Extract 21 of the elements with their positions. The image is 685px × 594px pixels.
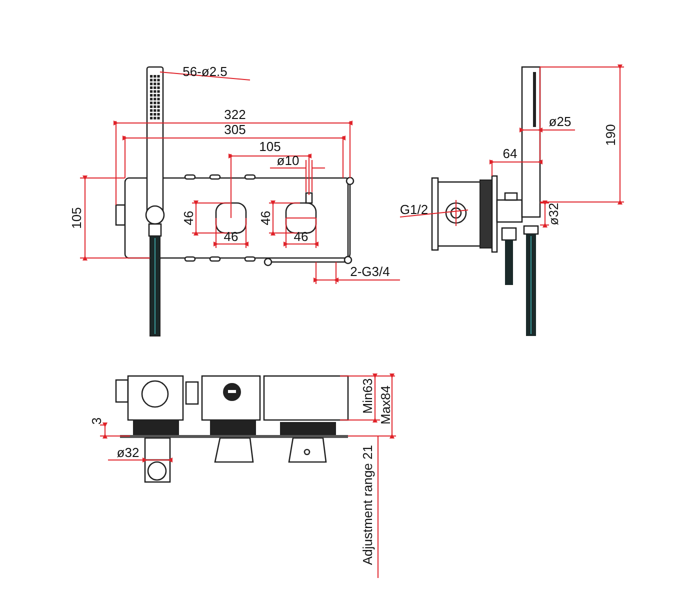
- dimension-label: Max84: [379, 385, 393, 425]
- thread-label: G1/2: [400, 203, 428, 217]
- dimension-label: ø25: [548, 115, 572, 129]
- dimension-label: 64: [502, 147, 518, 161]
- note: Adjustment range 21: [361, 445, 375, 565]
- dimension-label: 46: [224, 230, 238, 244]
- dimension-label: 56-ø2.5: [182, 65, 228, 79]
- dimension-label: 190: [604, 124, 618, 146]
- dimension-label: 3: [90, 417, 104, 425]
- dimension-label: 46: [182, 210, 196, 226]
- dimension-label: 105: [70, 207, 84, 229]
- dimension-label: ø32: [116, 446, 140, 460]
- dimension-label: 46: [294, 230, 308, 244]
- dimension-label: ø10: [276, 154, 300, 168]
- dimension-label: 105: [259, 140, 281, 154]
- dimension-label: Min63: [361, 378, 375, 414]
- thread-label: 2-G3/4: [350, 265, 390, 279]
- dimension-label: ø32: [547, 202, 561, 226]
- dimension-label: 46: [259, 210, 273, 226]
- dimension-label: 322: [224, 108, 246, 122]
- dimension-label: 305: [224, 123, 246, 137]
